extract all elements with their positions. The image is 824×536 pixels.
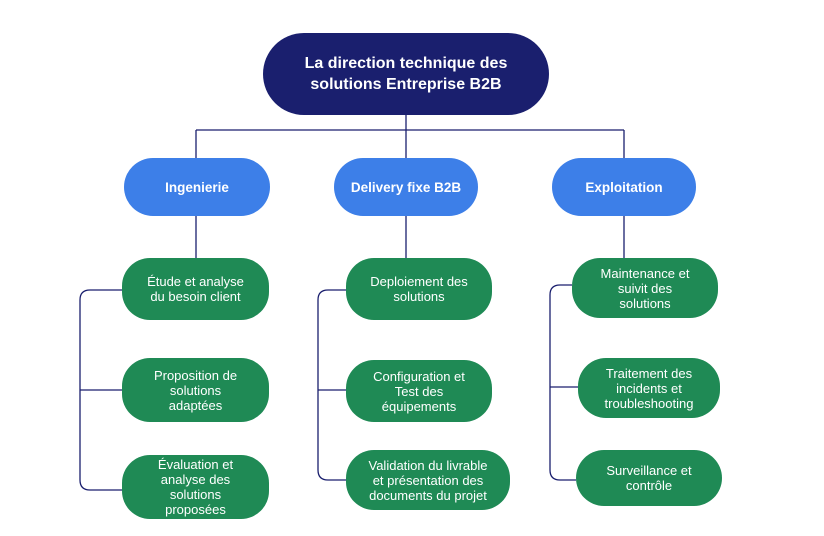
- department-label: Exploitation: [585, 179, 663, 195]
- task-label: Surveillance et contrôle: [606, 463, 692, 493]
- task-exploitation-2: Traitement des incidents et troubleshoot…: [578, 358, 720, 418]
- task-delivery-1: Deploiement des solutions: [346, 258, 492, 320]
- task-exploitation-3: Surveillance et contrôle: [576, 450, 722, 506]
- department-label: Ingenierie: [165, 179, 229, 195]
- task-label: Étude et analyse du besoin client: [147, 274, 244, 304]
- task-label: Maintenance et suivit des solutions: [600, 265, 690, 311]
- task-label: Validation du livrable et présentation d…: [368, 457, 488, 503]
- task-label: Évaluation et analyse des solutions prop…: [157, 457, 234, 517]
- task-ingenierie-3: Évaluation et analyse des solutions prop…: [122, 455, 269, 519]
- task-label: Proposition de solutions adaptées: [153, 367, 238, 413]
- root-node: La direction technique des solutions Ent…: [263, 33, 549, 115]
- task-ingenierie-1: Étude et analyse du besoin client: [122, 258, 269, 320]
- department-delivery: Delivery fixe B2B: [334, 158, 478, 216]
- task-exploitation-1: Maintenance et suivit des solutions: [572, 258, 718, 318]
- root-title: La direction technique des solutions Ent…: [304, 55, 508, 93]
- task-label: Deploiement des solutions: [370, 274, 468, 304]
- task-label: Configuration et Test des équipements: [373, 368, 465, 414]
- task-label: Traitement des incidents et troubleshoot…: [604, 365, 694, 411]
- task-delivery-2: Configuration et Test des équipements: [346, 360, 492, 422]
- department-label: Delivery fixe B2B: [350, 179, 462, 195]
- department-ingenierie: Ingenierie: [124, 158, 270, 216]
- task-delivery-3: Validation du livrable et présentation d…: [346, 450, 510, 510]
- task-ingenierie-2: Proposition de solutions adaptées: [122, 358, 269, 422]
- department-exploitation: Exploitation: [552, 158, 696, 216]
